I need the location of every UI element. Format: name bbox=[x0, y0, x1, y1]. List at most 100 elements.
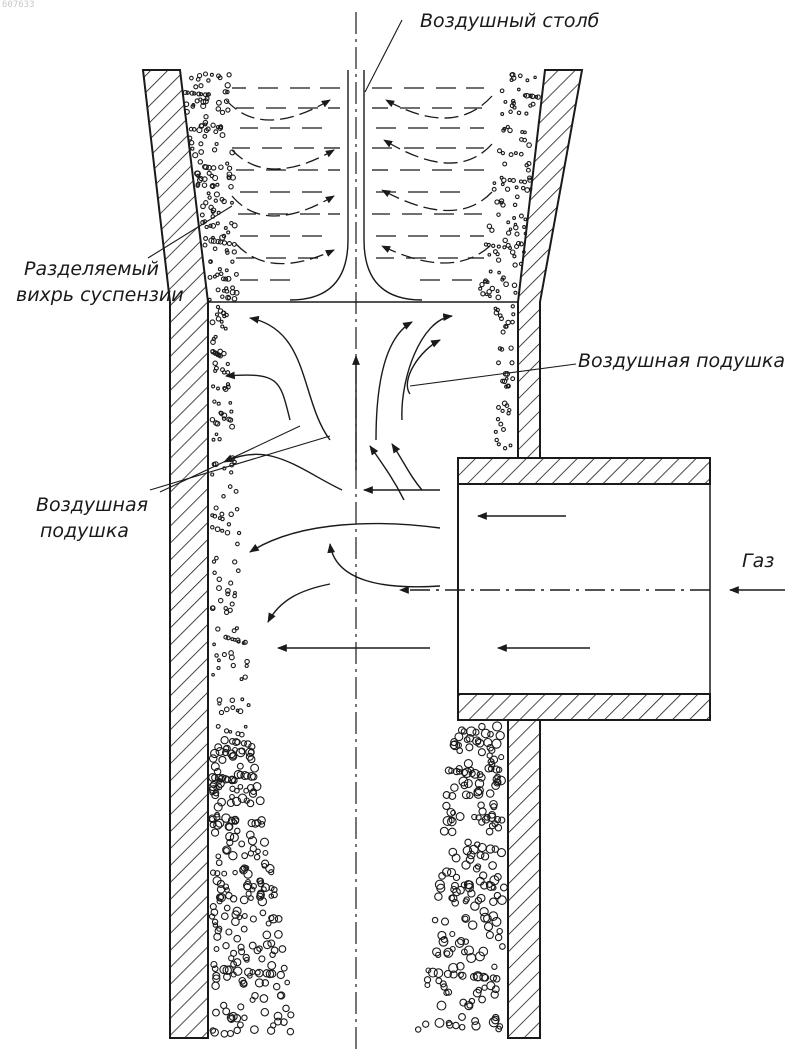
particle bbox=[511, 320, 515, 324]
particle bbox=[212, 982, 219, 989]
particle bbox=[226, 892, 232, 898]
particle bbox=[234, 490, 238, 494]
particle bbox=[226, 371, 230, 375]
particle bbox=[456, 813, 464, 821]
particle bbox=[216, 222, 219, 225]
particle bbox=[501, 113, 504, 116]
particle bbox=[214, 933, 221, 940]
particle bbox=[250, 887, 255, 892]
particle bbox=[518, 88, 521, 91]
particle bbox=[214, 192, 219, 197]
particle bbox=[513, 217, 516, 220]
particle bbox=[226, 636, 230, 640]
particle bbox=[220, 272, 223, 275]
particle bbox=[496, 732, 504, 740]
particle bbox=[218, 438, 221, 441]
particle bbox=[195, 99, 199, 103]
particle bbox=[190, 141, 194, 145]
particle bbox=[224, 327, 227, 330]
particle bbox=[248, 750, 254, 756]
particle bbox=[497, 245, 500, 248]
particle bbox=[509, 346, 513, 350]
particle bbox=[211, 606, 215, 610]
particle bbox=[466, 744, 473, 751]
particle bbox=[247, 704, 250, 707]
particle bbox=[510, 361, 514, 365]
particle bbox=[227, 242, 231, 246]
particle bbox=[466, 856, 474, 864]
particle bbox=[222, 241, 226, 245]
particle bbox=[229, 402, 232, 405]
particle bbox=[497, 929, 502, 934]
particle bbox=[223, 387, 226, 390]
particle bbox=[452, 900, 459, 907]
particle bbox=[212, 385, 215, 388]
particle bbox=[198, 160, 202, 164]
particle bbox=[520, 152, 524, 156]
particle bbox=[507, 221, 510, 224]
particle bbox=[227, 231, 230, 234]
particle bbox=[204, 201, 208, 205]
particle bbox=[234, 935, 241, 942]
particle bbox=[487, 224, 491, 228]
particle bbox=[523, 226, 526, 229]
particle bbox=[275, 931, 283, 939]
particle bbox=[228, 166, 232, 170]
particle bbox=[230, 410, 233, 413]
label-vortex-line1: Разделяемый bbox=[24, 258, 159, 280]
particle bbox=[509, 247, 512, 250]
particle bbox=[245, 664, 248, 667]
particle bbox=[436, 978, 442, 984]
particle bbox=[216, 273, 219, 276]
particle bbox=[207, 79, 210, 82]
particle bbox=[229, 852, 237, 860]
particle bbox=[249, 896, 254, 901]
particle bbox=[221, 1002, 227, 1008]
particle bbox=[500, 176, 503, 179]
particle bbox=[523, 180, 527, 184]
particle bbox=[522, 186, 525, 189]
particle bbox=[191, 147, 194, 150]
particle bbox=[453, 874, 459, 880]
particle bbox=[453, 1022, 459, 1028]
particle bbox=[511, 250, 515, 254]
gas-inlet-pipe bbox=[458, 458, 710, 720]
particle bbox=[492, 739, 501, 748]
particle bbox=[485, 923, 493, 931]
particle bbox=[213, 361, 217, 365]
particle bbox=[497, 443, 500, 446]
particle bbox=[481, 292, 485, 296]
particle bbox=[232, 250, 236, 254]
particle bbox=[227, 523, 230, 526]
particle bbox=[216, 854, 221, 859]
particle bbox=[287, 1028, 293, 1034]
particle bbox=[496, 418, 499, 421]
particle bbox=[437, 1001, 446, 1010]
right-wall-lower bbox=[508, 720, 540, 1038]
particle bbox=[497, 258, 501, 262]
particle bbox=[480, 283, 484, 287]
particle bbox=[213, 400, 216, 403]
particle bbox=[236, 748, 244, 756]
particle bbox=[212, 236, 215, 239]
particle bbox=[232, 297, 237, 302]
particle bbox=[495, 438, 498, 441]
particle bbox=[235, 273, 239, 277]
particle bbox=[215, 654, 218, 657]
particle bbox=[211, 166, 215, 170]
particle bbox=[216, 725, 220, 729]
particle bbox=[235, 788, 240, 793]
particle bbox=[254, 854, 259, 859]
particle bbox=[240, 896, 248, 904]
particle bbox=[215, 556, 219, 560]
particle bbox=[225, 313, 228, 316]
particle bbox=[214, 506, 218, 510]
particle bbox=[204, 115, 208, 119]
particle bbox=[232, 918, 240, 926]
particle bbox=[519, 262, 522, 265]
particle bbox=[489, 295, 492, 298]
particle bbox=[487, 790, 494, 797]
particle bbox=[487, 982, 495, 990]
particle bbox=[220, 110, 224, 114]
particle bbox=[503, 246, 506, 249]
